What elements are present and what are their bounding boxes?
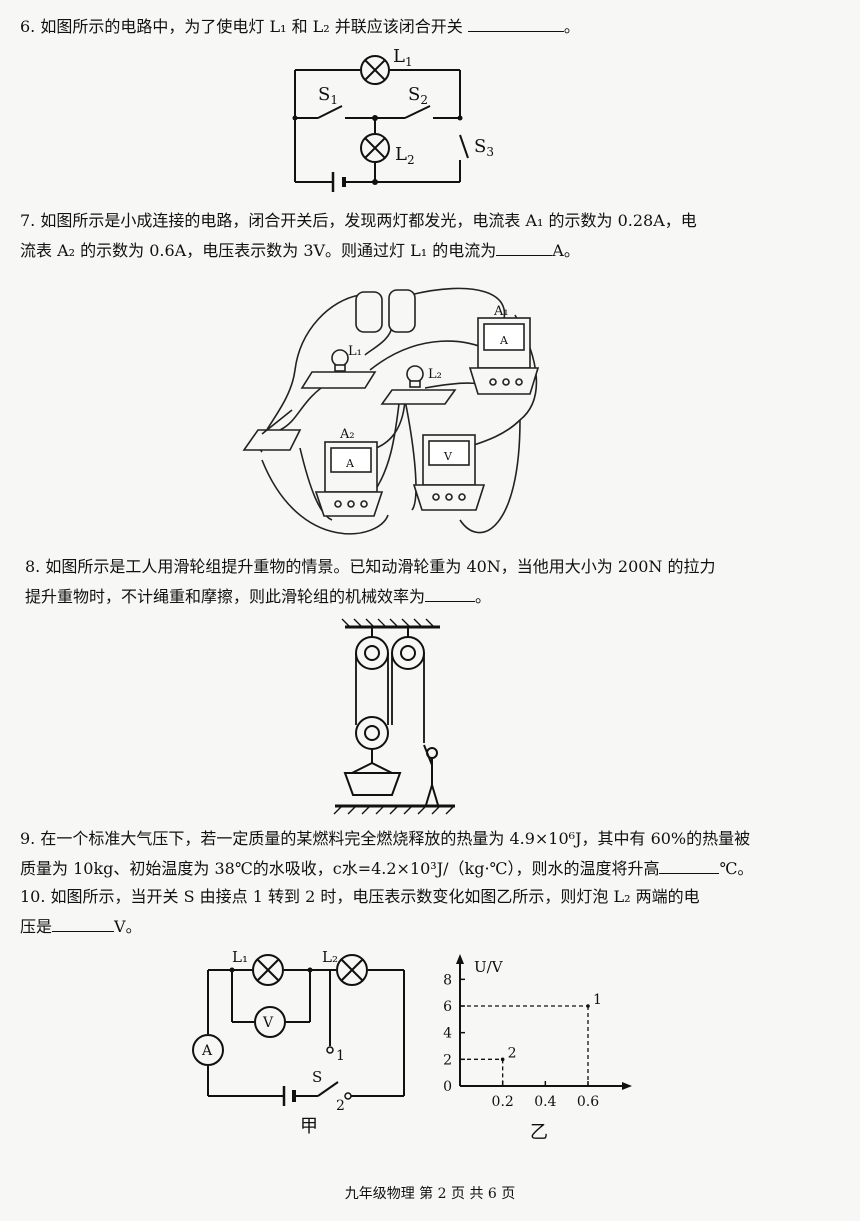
svg-text:2: 2	[336, 1098, 345, 1114]
q6-lamp-L2	[360, 133, 390, 163]
q7-meter-A2-letter: A	[345, 457, 355, 470]
q7-line2: 流表 A₂ 的示数为 0.6A，电压表示数为 3V。则通过灯 L₁ 的电流为	[20, 241, 497, 260]
svg-text:V: V	[262, 1015, 274, 1031]
q7-label-A2: A₂	[339, 427, 355, 442]
q10-caption-jia: 甲	[300, 1116, 318, 1137]
question-10: 10. 如图所示，当开关 S 由接点 1 转到 2 时，电压表示数变化如图乙所示…	[20, 887, 700, 936]
q7-battery	[355, 289, 416, 333]
q8-movable-pulley	[343, 716, 402, 796]
svg-text:A: A	[201, 1043, 213, 1059]
y-tick-label: 6	[443, 999, 452, 1015]
question-8: 8. 如图所示是工人用滑轮组提升重物的情景。已知动滑轮重为 40N，当他用大小为…	[25, 557, 716, 606]
q8-fixed-pulleys	[355, 627, 425, 670]
data-point-label-2: 2	[508, 1045, 517, 1061]
question-6: 6. 如图所示的电路中，为了使电灯 L₁ 和 L₂ 并联应该闭合开关 。	[20, 12, 820, 42]
q10-label-L1: L₁	[232, 948, 248, 966]
q10-number: 10.	[20, 887, 46, 906]
x-axis-arrow	[622, 1082, 632, 1090]
q10-ammeter	[192, 1034, 224, 1066]
q9-line1: 在一个标准大气压下，若一定质量的某燃料完全燃烧释放的热量为 4.9×10⁶J，其…	[40, 829, 751, 848]
q6-number: 6.	[20, 17, 36, 36]
q6-label-L1: L1	[393, 46, 413, 69]
q10-circuit-diagram: V A L₁ L₂ S 1 2 甲	[192, 948, 405, 1137]
x-tick-label: 0.4	[534, 1094, 556, 1110]
q9-answer-blank[interactable]	[659, 855, 720, 874]
y-axis-arrow	[456, 954, 464, 964]
data-point-1	[586, 1004, 590, 1008]
q6-lamp-L1	[360, 55, 390, 85]
q10-caption-yi: 乙	[530, 1122, 548, 1143]
q10-label-L2: L₂	[322, 948, 338, 966]
q8-answer-blank[interactable]	[425, 583, 476, 602]
q10-line1: 如图所示，当开关 S 由接点 1 转到 2 时，电压表示数变化如图乙所示，则灯泡…	[50, 887, 700, 906]
q10-voltage-graph: 0 2 4 6 8 0.2 0.4 0.6 1 2 U/V 乙	[443, 954, 632, 1143]
q6-label-S2: S2	[408, 84, 428, 107]
page-footer: 九年级物理 第 2 页 共 6 页	[344, 1186, 516, 1202]
data-point-label-1: 1	[593, 992, 602, 1008]
question-9: 9. 在一个标准大气压下，若一定质量的某燃料完全燃烧释放的热量为 4.9×10⁶…	[20, 829, 754, 878]
q7-line1: 如图所示是小成连接的电路，闭合开关后，发现两灯都发光，电流表 A₁ 的示数为 0…	[40, 211, 697, 230]
q7-physical-circuit-illustration: A₁ L₁ L₂ A₂ A A V	[242, 287, 540, 535]
q7-ammeter-A1	[468, 317, 540, 395]
q7-label-L2: L₂	[428, 367, 442, 382]
q6-label-S1: S1	[318, 84, 338, 107]
q10-answer-blank[interactable]	[52, 913, 115, 932]
q10-line2: 压是	[20, 917, 53, 936]
y-tick-label: 8	[443, 972, 452, 988]
q7-meter-A1-letter: A	[499, 334, 509, 347]
q6-circuit-diagram: L1 S1 S2 L2 S3	[292, 46, 494, 192]
q9-line2: 质量为 10kg、初始温度为 38℃的水吸收，c水=4.2×10³J/（kg·℃…	[20, 859, 660, 878]
data-point-2	[500, 1057, 505, 1062]
q7-voltmeter	[412, 434, 486, 511]
q8-number: 8.	[25, 557, 41, 576]
q10-lamp-L2	[336, 954, 368, 986]
q8-worker-figure	[423, 744, 439, 806]
q10-voltmeter	[254, 1006, 286, 1038]
x-tick-label: 0.2	[492, 1094, 514, 1110]
q10-label-S: S	[312, 1068, 322, 1086]
chart-y-axis-label: U/V	[474, 958, 504, 976]
svg-text:1: 1	[336, 1048, 345, 1064]
q7-lamp-L2	[380, 365, 457, 405]
q6-text: 如图所示的电路中，为了使电灯 L₁ 和 L₂ 并联应该闭合开关	[40, 17, 463, 36]
q8-line1: 如图所示是工人用滑轮组提升重物的情景。已知动滑轮重为 40N，当他用大小为 20…	[45, 557, 716, 576]
y-tick-label: 4	[443, 1026, 452, 1042]
q8-line2: 提升重物时，不计绳重和摩擦，则此滑轮组的机械效率为	[25, 587, 426, 606]
q7-switch	[242, 409, 302, 451]
q8-pulley-illustration	[333, 618, 455, 815]
q7-ammeter-A2	[314, 441, 384, 517]
q7-lamp-L1	[300, 349, 377, 389]
y-tick-label: 2	[443, 1052, 452, 1068]
q9-number: 9.	[20, 829, 36, 848]
question-7: 7. 如图所示是小成连接的电路，闭合开关后，发现两灯都发光，电流表 A₁ 的示数…	[20, 211, 697, 260]
y-tick-label: 0	[443, 1079, 452, 1095]
q7-label-A1: A₁	[493, 304, 509, 319]
q10-lamp-L1	[252, 954, 284, 986]
q7-number: 7.	[20, 211, 36, 230]
q6-label-S3: S3	[474, 136, 494, 159]
q7-label-L1: L₁	[348, 344, 362, 359]
q6-label-L2: L2	[395, 144, 415, 167]
q7-meter-V-letter: V	[443, 450, 453, 463]
q7-answer-blank[interactable]	[496, 237, 553, 256]
x-tick-label: 0.6	[577, 1094, 599, 1110]
q6-answer-blank[interactable]	[467, 13, 564, 32]
